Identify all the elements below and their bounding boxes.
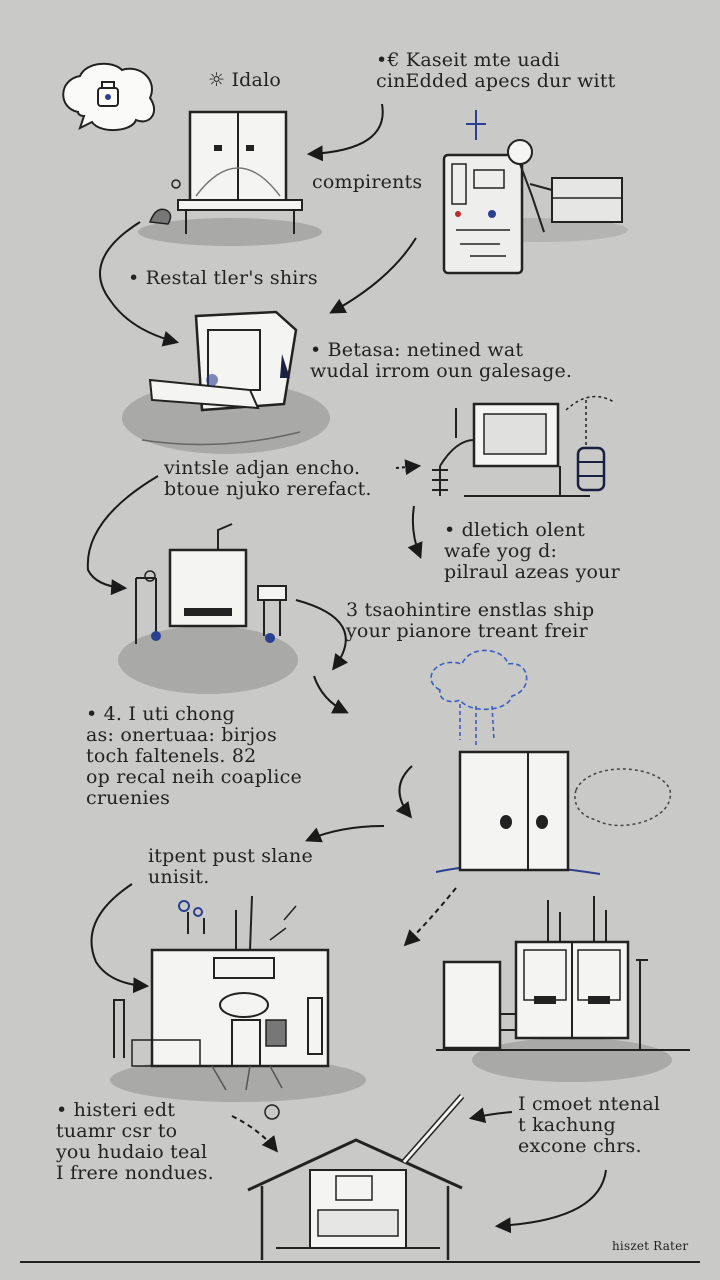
circuit-panel-icon	[442, 110, 628, 275]
flow-arrows	[86, 103, 607, 1234]
arrow-1	[306, 103, 384, 162]
arrow-5	[407, 505, 423, 559]
house-shelter-icon	[20, 1094, 700, 1263]
arrow-3	[329, 237, 417, 314]
factory-icon	[110, 895, 366, 1102]
dryer-tub-icon	[122, 310, 330, 454]
label-restal: • Restal tler's shirs	[128, 267, 318, 289]
label-step3: 3 tsaohintire enstlas ship your pianore …	[346, 599, 595, 642]
toilet-thought-icon	[97, 81, 119, 107]
label-itpent: itpent pust slane unisit.	[148, 845, 313, 888]
label-histeri: • histeri edt tuamr csr to you hudaio te…	[56, 1099, 214, 1184]
arrow-13	[468, 1107, 513, 1124]
thought-bubble	[62, 62, 155, 131]
label-components: compirents	[312, 171, 423, 193]
cloud-sketch	[430, 649, 528, 746]
arrow-6	[295, 599, 349, 671]
label-top-right: •€ Kaseit mte uadi cinEdded apecs dur wi…	[376, 49, 616, 92]
twin-machines-icon	[436, 896, 690, 1082]
arrow-10	[90, 883, 150, 994]
arrow-14	[494, 1169, 607, 1234]
label-top-left: ☼ Idalo	[208, 69, 281, 91]
arrow-7	[313, 675, 349, 714]
arrow-15	[395, 459, 422, 476]
fridge-icon	[435, 750, 671, 875]
label-cmoet: I cmoet ntenal t kachung excone chrs.	[518, 1093, 661, 1157]
arrow-8	[395, 765, 413, 819]
monitor-pipes-icon	[432, 395, 615, 497]
washer-box-icon	[118, 523, 298, 694]
arrow-2	[99, 221, 180, 347]
double-door-cabinet-icon	[138, 110, 322, 246]
label-dletich: • dletich olent wafe yog d: pilraul azea…	[444, 519, 620, 583]
arrow-11	[403, 887, 457, 947]
arrow-9	[305, 825, 385, 843]
label-betasa: • Betasa: netined wat wudal irrom oun ga…	[310, 339, 573, 382]
arrow-12	[231, 1115, 278, 1153]
label-vintsle: vintsle adjan encho. btoue njuko rerefac…	[164, 457, 372, 500]
signature: hiszet Rater	[612, 1239, 689, 1253]
label-step4: • 4. I uti chong as: onertuaa: birjos to…	[86, 703, 302, 809]
arrow-4	[86, 475, 159, 596]
